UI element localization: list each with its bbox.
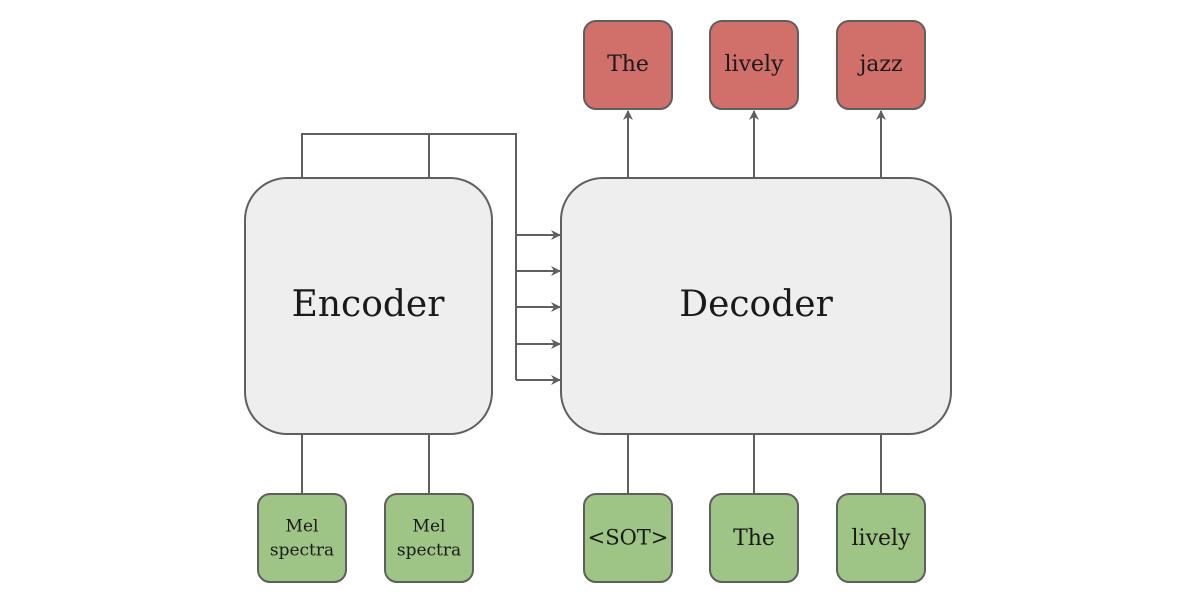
decoder-input-1: <SOT> — [583, 493, 673, 583]
output-token-label: lively — [725, 52, 785, 77]
output-token-2: lively — [709, 20, 799, 110]
decoder-input-label: lively — [852, 526, 912, 551]
encoder-input-2: Mel spectra — [384, 493, 474, 583]
encoder-label: Encoder — [292, 284, 446, 325]
output-token-3: jazz — [836, 20, 926, 110]
encoder-block: Encoder — [244, 177, 493, 435]
encoder-to-decoder-connections — [301, 133, 561, 385]
encoder-input-lines — [301, 434, 430, 494]
output-token-label: jazz — [856, 52, 902, 77]
decoder-input-2: The — [709, 493, 799, 583]
decoder-input-3: lively — [836, 493, 926, 583]
decoder-output-arrows — [623, 110, 886, 178]
encoder-input-1: Mel spectra — [257, 493, 347, 583]
encoder-input-label-line2: spectra — [270, 541, 334, 561]
decoder-label: Decoder — [679, 284, 833, 325]
encoder-input-label-line1: Mel — [413, 517, 446, 537]
decoder-input-label: <SOT> — [588, 526, 669, 550]
encoder-input-label-line1: Mel — [286, 517, 319, 537]
output-token-label: The — [607, 52, 649, 77]
encoder-input-label-line2: spectra — [397, 541, 461, 561]
decoder-block: Decoder — [560, 177, 952, 435]
output-token-1: The — [583, 20, 673, 110]
decoder-input-label: The — [733, 526, 775, 551]
encoder-output-line-1 — [301, 133, 517, 380]
decoder-input-lines — [627, 434, 882, 494]
